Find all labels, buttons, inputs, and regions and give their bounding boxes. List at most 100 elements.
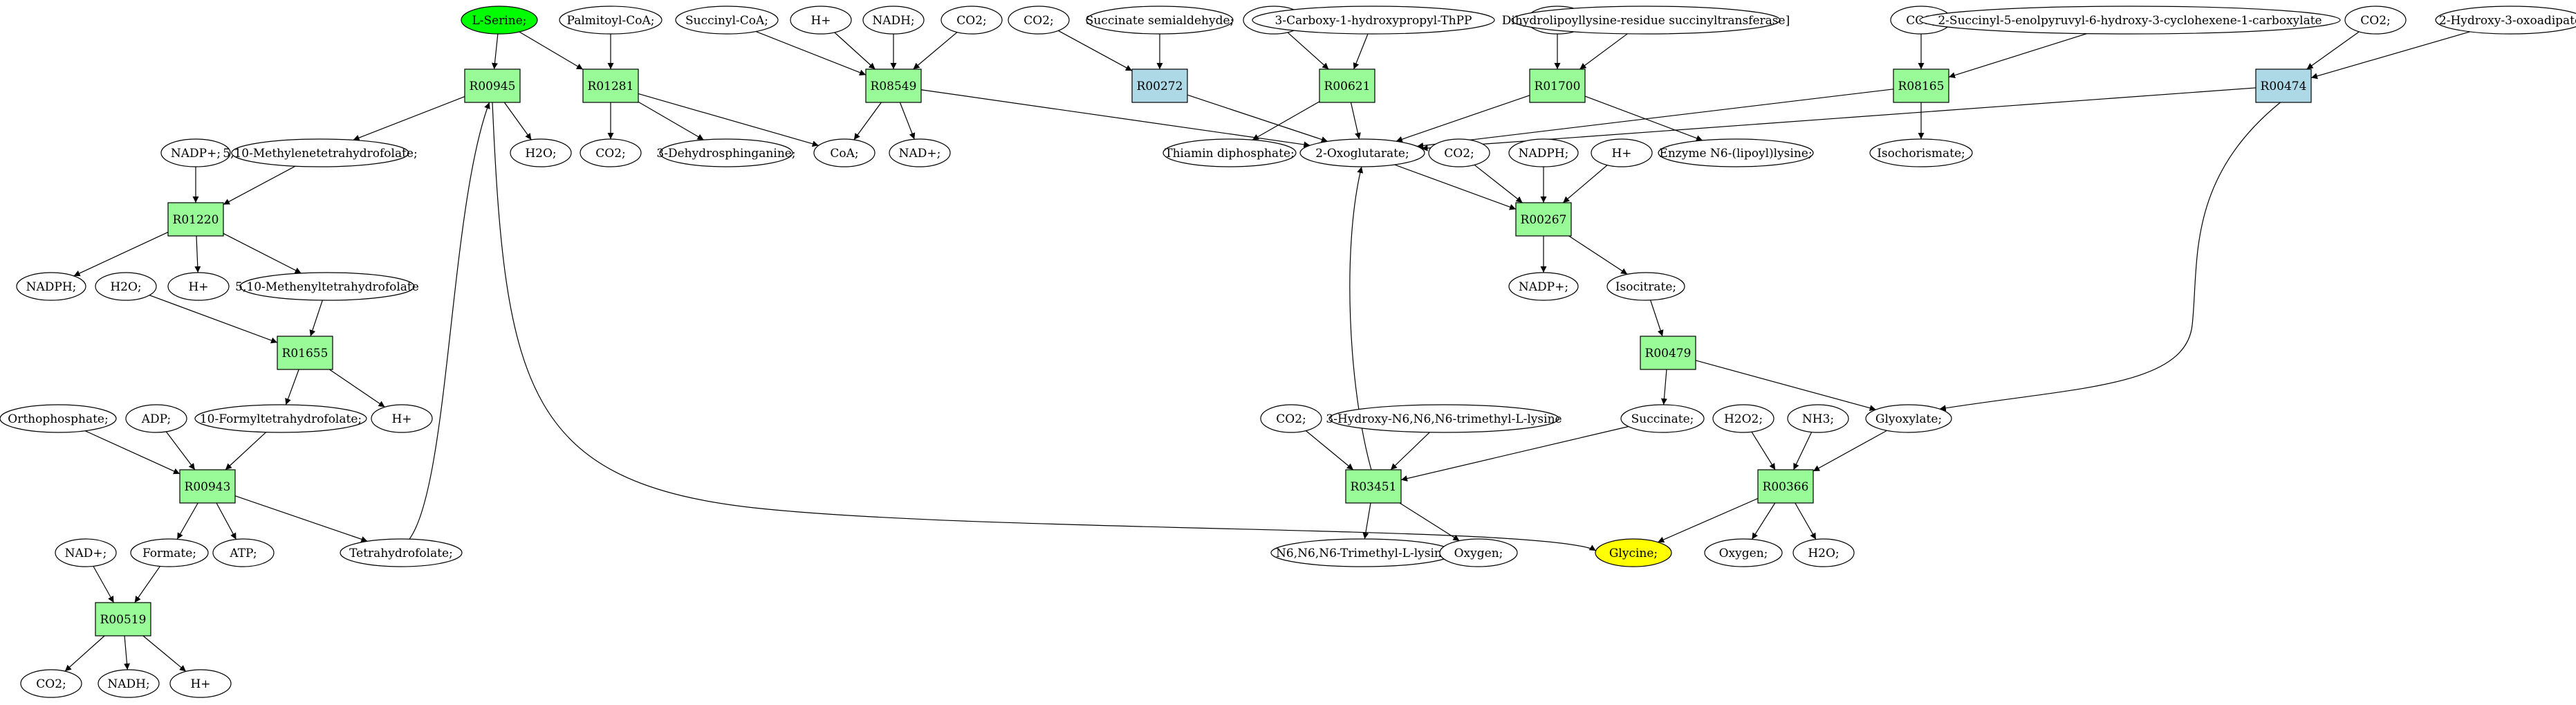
compound-node-Hplus3[interactable]: H+ [167,272,230,301]
compound-ellipse[interactable] [940,6,1003,35]
compound-node-NADplus1[interactable]: NAD+; [889,138,951,167]
compound-node-CO2_h[interactable]: CO2; [1428,138,1490,167]
reaction-box[interactable] [1893,68,1949,103]
compound-ellipse[interactable] [1260,404,1322,433]
compound-node-H2O_3[interactable]: H2O; [1792,538,1855,567]
compound-ellipse[interactable] [1511,6,1781,35]
compound-ellipse[interactable] [559,6,662,35]
compound-ellipse[interactable] [1792,538,1855,567]
compound-node-CarbThPP[interactable]: 3-Carboxy-1-hydroxypropyl-ThPP [1252,6,1495,35]
compound-node-H2O2[interactable]: H2O2; [1712,404,1775,433]
compound-ellipse[interactable] [862,6,925,35]
compound-node-MethyleneTHF[interactable]: 5,10-Methylenetetrahydrofolate; [223,138,418,167]
reaction-box[interactable] [167,202,224,237]
compound-ellipse[interactable] [510,138,572,167]
compound-node-MethenylTHF[interactable]: 5,10-Methenyltetrahydrofolate [235,272,419,301]
reaction-box[interactable] [1529,68,1586,103]
compound-ellipse[interactable] [340,538,463,567]
compound-node-ADP[interactable]: ADP; [125,404,187,433]
compound-node-NADPH_2[interactable]: NADPH; [1508,138,1579,167]
compound-node-Orthophos[interactable]: Orthophosphate; [0,404,117,433]
compound-ellipse[interactable] [1439,538,1518,567]
reaction-box[interactable] [1515,202,1572,237]
reaction-node-R03451[interactable]: R03451 [1345,469,1402,504]
reaction-node-R00272[interactable]: R00272 [1131,68,1188,103]
compound-ellipse[interactable] [2344,6,2407,35]
compound-ellipse[interactable] [580,138,642,167]
reaction-node-R00479[interactable]: R00479 [1640,336,1696,370]
compound-ellipse[interactable] [1869,138,1973,167]
reaction-node-R00474[interactable]: R00474 [2255,68,2312,103]
reaction-node-R00519[interactable]: R00519 [95,602,151,637]
compound-node-Oxygen2[interactable]: Oxygen; [1704,538,1783,567]
compound-node-Hplus1[interactable]: H+ [790,6,852,35]
compound-ellipse[interactable] [1508,138,1579,167]
reaction-node-R00366[interactable]: R00366 [1757,469,1814,504]
compound-ellipse[interactable] [371,404,433,433]
compound-node-TML[interactable]: N6,N6,N6-Trimethyl-L-lysine [1270,538,1454,567]
compound-node-CO2_a[interactable]: CO2; [940,6,1003,35]
compound-ellipse[interactable] [1620,404,1705,433]
compound-ellipse[interactable] [130,538,209,567]
compound-node-CO2_g[interactable]: CO2; [580,138,642,167]
compound-ellipse[interactable] [239,272,415,301]
compound-ellipse[interactable] [1328,404,1559,433]
reaction-box[interactable] [2255,68,2312,103]
compound-ellipse[interactable] [813,138,875,167]
compound-ellipse[interactable] [1919,6,2341,35]
compound-ellipse[interactable] [1086,6,1234,35]
reaction-node-R00945[interactable]: R00945 [464,68,521,103]
compound-node-SuccCoA[interactable]: Succinyl-CoA; [675,6,779,35]
compound-ellipse[interactable] [1299,138,1425,167]
compound-ellipse[interactable] [1591,138,1653,167]
compound-ellipse[interactable] [1008,6,1070,35]
reaction-node-R08549[interactable]: R08549 [865,68,922,103]
compound-node-CO2_b[interactable]: CO2; [1008,6,1070,35]
compound-node-Oxoglut[interactable]: 2-Oxoglutarate; [1299,138,1425,167]
compound-node-DihydroLip[interactable]: Dihydrolipoyllysine-residue succinyltran… [1502,6,1790,35]
compound-ellipse[interactable] [659,138,793,167]
compound-ellipse[interactable] [461,6,538,35]
compound-ellipse[interactable] [1508,272,1579,301]
compound-node-SuccSemi[interactable]: Succinate semialdehyde; [1086,6,1234,35]
compound-node-H2O_1[interactable]: H2O; [510,138,572,167]
reaction-box[interactable] [1757,469,1814,504]
reaction-box[interactable] [1319,68,1375,103]
compound-node-EnzLip[interactable]: Enzyme N6-(lipoyl)lysine; [1658,138,1814,167]
reaction-node-R00267[interactable]: R00267 [1515,202,1572,237]
reaction-box[interactable] [464,68,521,103]
compound-ellipse[interactable] [160,138,231,167]
compound-node-CoA[interactable]: CoA; [813,138,875,167]
reaction-box[interactable] [582,68,639,103]
compound-ellipse[interactable] [889,138,951,167]
compound-node-Hplus5[interactable]: H+ [169,669,232,698]
reaction-box[interactable] [1640,336,1696,370]
reaction-box[interactable] [1131,68,1188,103]
reaction-node-R01220[interactable]: R01220 [167,202,224,237]
compound-ellipse[interactable] [790,6,852,35]
compound-ellipse[interactable] [1595,538,1672,567]
compound-node-NADPplus2[interactable]: NADP+; [1508,272,1579,301]
compound-node-ThDP[interactable]: Thiamin diphosphate; [1162,138,1297,167]
compound-node-THF[interactable]: Tetrahydrofolate; [340,538,463,567]
compound-node-Glycine[interactable]: Glycine; [1595,538,1672,567]
compound-node-NADplus2[interactable]: NAD+; [55,538,117,567]
compound-node-L-Serine[interactable]: L-Serine; [461,6,538,35]
reaction-box[interactable] [179,469,236,504]
compound-node-Isochor[interactable]: Isochorismate; [1869,138,1973,167]
compound-ellipse[interactable] [231,138,409,167]
compound-node-Oxygen1[interactable]: Oxygen; [1439,538,1518,567]
compound-ellipse[interactable] [1658,138,1814,167]
compound-ellipse[interactable] [194,404,367,433]
compound-ellipse[interactable] [125,404,187,433]
reaction-node-R00943[interactable]: R00943 [179,469,236,504]
compound-ellipse[interactable] [167,272,230,301]
compound-node-Formate[interactable]: Formate; [130,538,209,567]
reaction-node-R08165[interactable]: R08165 [1893,68,1949,103]
compound-node-CO2_j[interactable]: CO2; [20,669,82,698]
compound-ellipse[interactable] [1606,272,1685,301]
compound-ellipse[interactable] [1252,6,1495,35]
compound-ellipse[interactable] [98,669,160,698]
compound-ellipse[interactable] [1162,138,1297,167]
compound-node-CO2_f[interactable]: CO2; [2344,6,2407,35]
